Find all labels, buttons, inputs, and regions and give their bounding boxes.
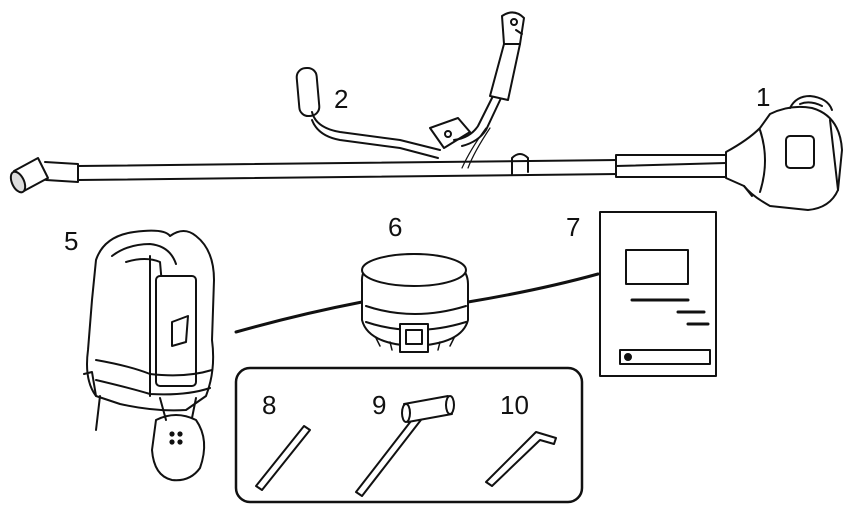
label-item-8: 8 [262, 390, 277, 420]
trimmer-shaft [9, 153, 727, 194]
trimmer-engine [725, 95, 843, 211]
tool-wrench [355, 395, 455, 497]
trimmer-head [234, 253, 600, 353]
handle-bar [295, 11, 525, 169]
label-item-2: 2 [334, 84, 349, 114]
tool-hex-key [485, 431, 557, 487]
operator-manual [599, 211, 717, 377]
tool-rod [255, 425, 311, 491]
label-item-1: 1 [756, 82, 771, 112]
label-item-9: 9 [372, 390, 387, 420]
label-item-5: 5 [64, 226, 79, 256]
label-item-10: 10 [500, 390, 529, 420]
label-item-7: 7 [566, 212, 581, 242]
harness [83, 229, 215, 482]
label-item-6: 6 [388, 212, 403, 242]
